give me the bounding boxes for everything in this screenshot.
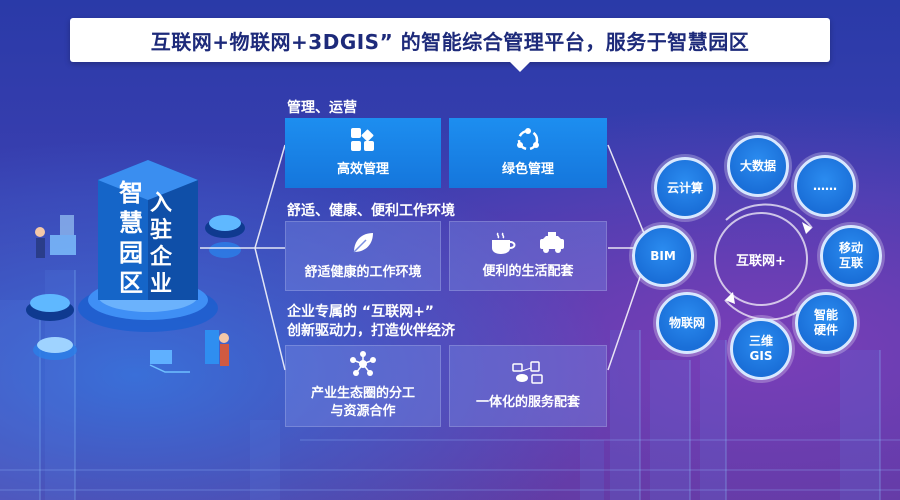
section-label-environment: 舒适、健康、便利工作环境: [287, 203, 455, 219]
card-green-management: 绿色管理: [449, 118, 607, 188]
network-icon: [350, 351, 376, 376]
devices-icon: [512, 361, 543, 384]
ring-node-3d-gis: 三维 GIS: [730, 318, 792, 380]
card-label-line1: 产业生态圈的分工: [310, 386, 415, 401]
ring-node-bim: BIM: [632, 225, 694, 287]
ring-node-more: ……: [794, 155, 856, 217]
card-label: 绿色管理: [501, 162, 554, 177]
ring-center-internet-plus: 互联网+: [714, 212, 808, 306]
card-label: 舒适健康的工作环境: [304, 265, 422, 280]
card-comfortable-workplace: 舒适健康的工作环境: [285, 221, 441, 291]
ring-node-iot: 物联网: [656, 292, 718, 354]
card-industry-ecosystem: 产业生态圈的分工 与资源合作: [285, 345, 441, 427]
blocks-icon: [351, 128, 374, 151]
page-title: 互联网+物联网+3DGIS” 的智能综合管理平台，服务于智慧园区: [150, 29, 750, 54]
ring-node-smart-hardware: 智能 硬件: [795, 292, 857, 354]
coffee-icon: [492, 232, 516, 254]
card-convenient-living: 便利的生活配套: [449, 221, 607, 291]
card-efficient-management: 高效管理: [285, 118, 441, 188]
recycle-icon: [517, 128, 539, 151]
section-label-innovation: 企业专属的 “互联网+” 创新驱动力，打造伙伴经济: [287, 304, 455, 339]
ring-node-big-data: 大数据: [727, 135, 789, 197]
card-integrated-services: 一体化的服务配套: [449, 345, 607, 427]
card-label-line2: 与资源合作: [330, 404, 396, 419]
card-label: 一体化的服务配套: [475, 395, 580, 410]
taxi-icon: [540, 232, 564, 253]
vertical-label-smart-park: 智慧园区: [119, 179, 143, 297]
title-banner: 互联网+物联网+3DGIS” 的智能综合管理平台，服务于智慧园区: [70, 18, 830, 72]
card-label: 高效管理: [336, 162, 389, 177]
ring-node-mobile-internet: 移动 互联: [820, 225, 882, 287]
leaf-icon: [353, 233, 373, 253]
section-label-management: 管理、运营: [287, 100, 357, 116]
card-label: 便利的生活配套: [482, 264, 574, 279]
ring-node-cloud-computing: 云计算: [654, 157, 716, 219]
vertical-label-tenant-companies: 入驻企业: [149, 191, 172, 297]
